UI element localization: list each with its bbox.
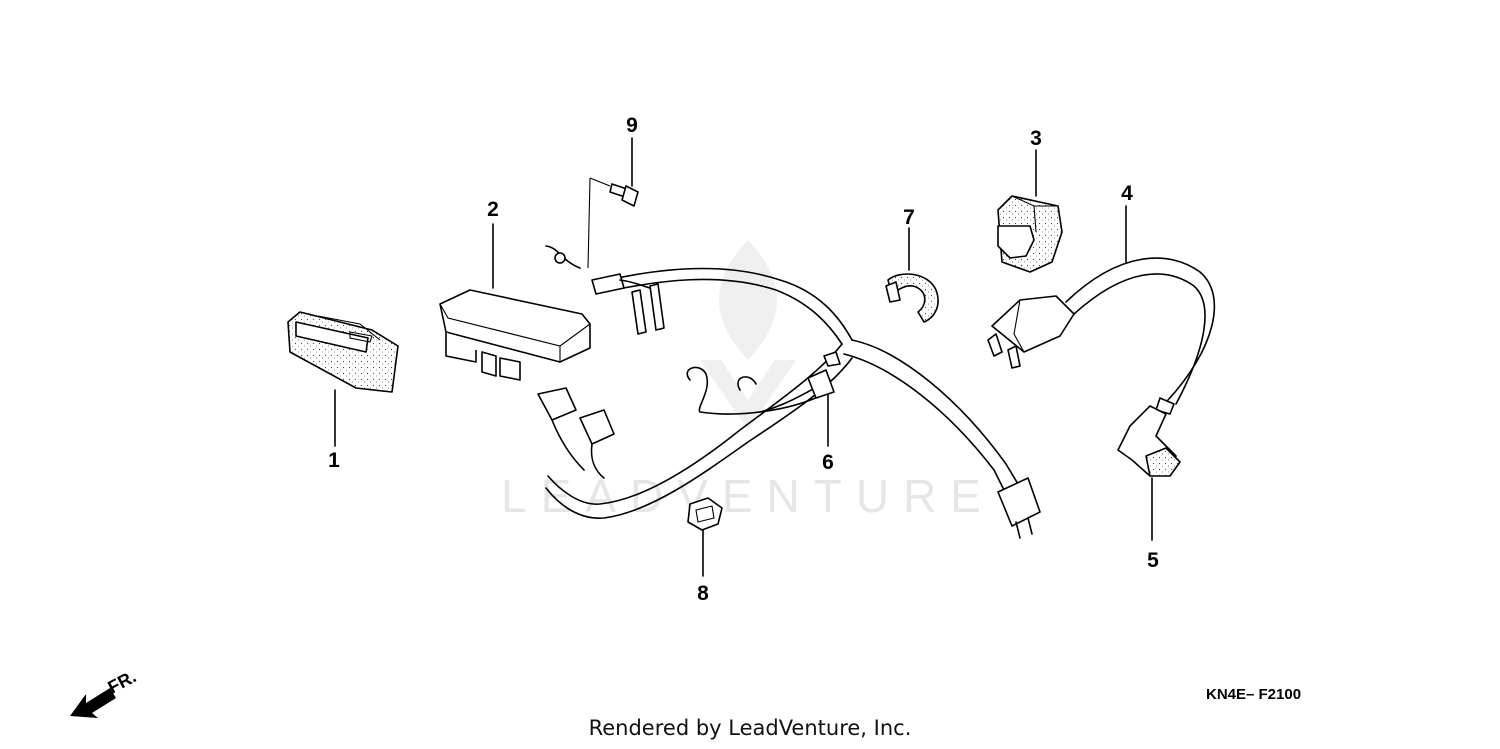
watermark-text: LEADVENTURE <box>501 470 995 522</box>
callout-7: 7 <box>903 206 915 229</box>
front-arrow-icon <box>70 688 116 718</box>
part-7-clamp[interactable] <box>885 227 939 323</box>
callout-3: 3 <box>1030 127 1042 150</box>
callout-9: 9 <box>626 114 638 137</box>
part-1-cover[interactable] <box>287 311 399 447</box>
footer-credit: Rendered by LeadVenture, Inc. <box>588 716 912 740</box>
callout-4: 4 <box>1121 182 1133 205</box>
callout-8: 8 <box>697 582 709 605</box>
callout-2: 2 <box>487 198 499 221</box>
part-9-bolt[interactable] <box>587 137 639 269</box>
part-6-wire-harness[interactable] <box>537 245 1041 539</box>
part-2-cdi-unit[interactable] <box>439 223 591 381</box>
diagram-code: KN4E– F2100 <box>1206 686 1301 703</box>
part-5-plug-cap[interactable] <box>1117 397 1181 541</box>
callout-6: 6 <box>822 451 834 474</box>
callout-5: 5 <box>1147 549 1159 572</box>
part-4-ignition-coil[interactable] <box>987 205 1216 405</box>
part-3-rubber-cover[interactable] <box>997 149 1063 273</box>
callout-1: 1 <box>328 449 340 472</box>
part-8-band-clip[interactable] <box>687 497 723 577</box>
